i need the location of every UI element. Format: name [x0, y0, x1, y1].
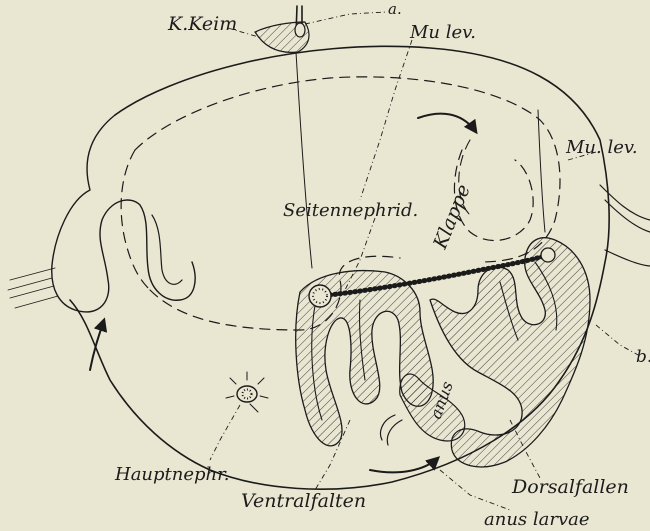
label-dorsalfalten: Dorsalfallen: [511, 476, 629, 498]
leader-hauptnephr: [210, 405, 240, 460]
left-lip-outline: [52, 115, 195, 312]
bottom-arrow: [370, 458, 438, 472]
right-attachment: [600, 185, 650, 266]
apical-tuft-base: [295, 23, 305, 37]
label-klappe: Klappe: [429, 181, 475, 252]
anus-tube: [381, 415, 402, 445]
label-k-keim: K.Keim: [167, 13, 237, 35]
dashed-gut-outline: [135, 77, 560, 262]
label-anus-larvae: anus larvae: [484, 509, 590, 530]
muscle-line-right: [538, 110, 545, 232]
leader-anus-larvae: [440, 470, 510, 510]
label-b: b.: [636, 347, 650, 367]
leader-b: [596, 325, 640, 356]
leader-mu-lev-top: [360, 40, 412, 200]
muscle-line-center: [296, 52, 312, 268]
left-inner-fold: [152, 215, 182, 284]
label-ventralfalten: Ventralfalten: [241, 490, 366, 512]
label-mu-lev-right: Mu. lev.: [565, 137, 638, 158]
label-mu-lev-top: Mu lev.: [409, 22, 476, 43]
leader-a: [305, 12, 386, 24]
flow-arrow: [418, 114, 476, 132]
label-a: a.: [388, 0, 402, 18]
label-seitennephrid: Seitennephrid.: [283, 200, 418, 221]
left-fringe: [8, 268, 58, 308]
nephridium-bulb-right: [541, 248, 555, 262]
head-nephridium: [237, 386, 257, 402]
label-hauptnephr: Hauptnephr.: [114, 464, 230, 485]
